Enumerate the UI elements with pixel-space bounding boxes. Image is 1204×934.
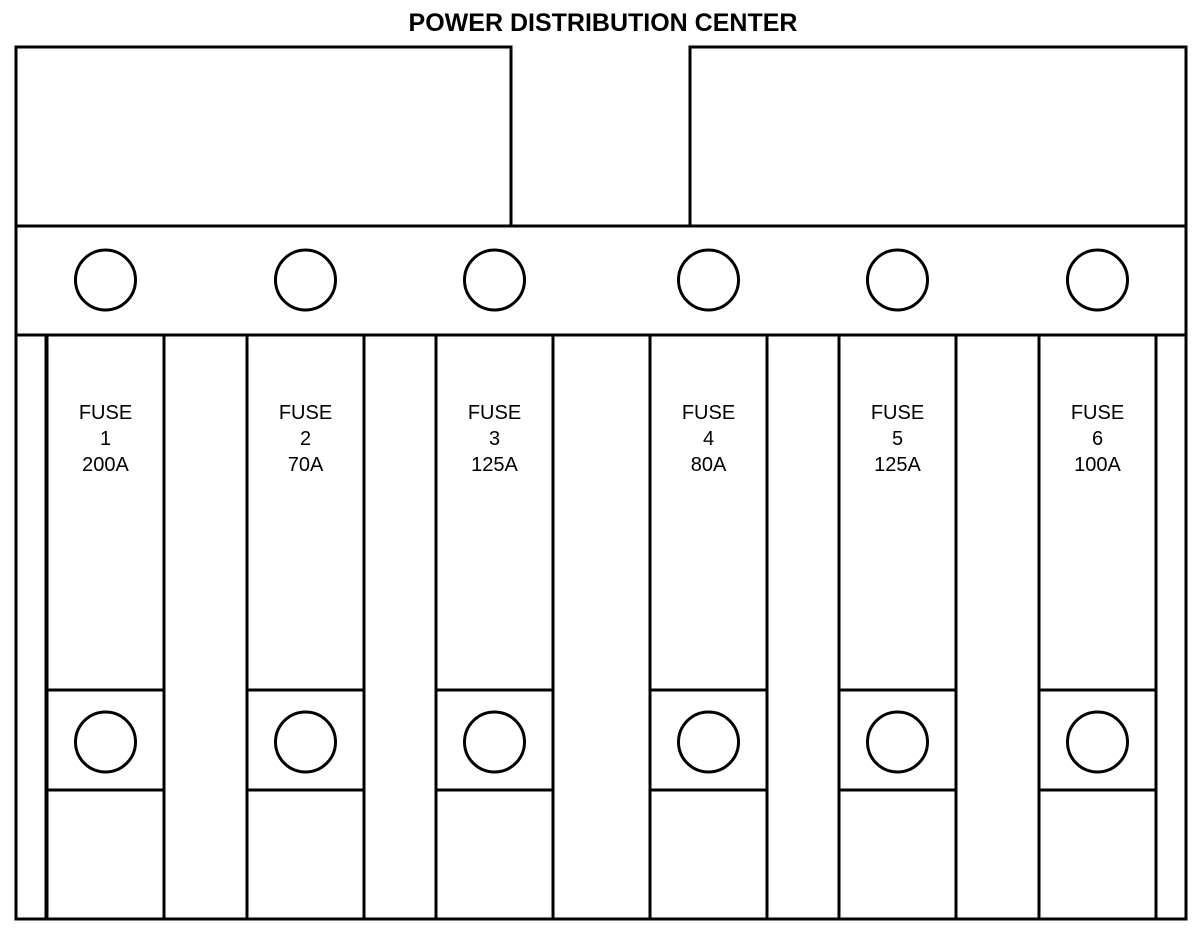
fuse-bolt [74,710,137,774]
fuse-number: 6 [1092,428,1103,450]
fuse-rating: 80A [691,454,727,476]
fuse-5: FUSE 5 125A [837,248,958,921]
fuse-rating: 100A [1074,454,1121,476]
fuse-number: 5 [892,428,903,450]
fuse-layer: FUSE 1 200A FUSE 2 70A FUSE 3 125A FUSE 4 80A FUSE 5 1… [45,248,1158,921]
fuse-rating: 70A [288,454,324,476]
fuse-blade [837,333,958,921]
housing-outline [14,45,1188,921]
fuse-bolt [274,710,337,774]
fuse-3: FUSE 3 125A [434,248,555,921]
fuse-rating: 200A [82,454,129,476]
fuse-bolt [866,710,929,774]
fuse-label: FUSE [279,402,332,424]
fuse-blade [45,333,166,921]
fuse-bolt [1066,710,1129,774]
fuse-label: FUSE [682,402,735,424]
fuse-rating: 125A [874,454,921,476]
fuse-2: FUSE 2 70A [245,248,366,921]
terminal-bolt [1066,248,1129,312]
fuse-label: FUSE [468,402,521,424]
terminal-bolt [274,248,337,312]
fuse-blade [245,333,366,921]
fuse-number: 3 [489,428,500,450]
fuse-label: FUSE [871,402,924,424]
fuse-1: FUSE 1 200A [45,248,166,921]
terminal-bolt [74,248,137,312]
fuse-bolt [677,710,740,774]
fuse-blade [648,333,769,921]
terminal-bolt [866,248,929,312]
fuse-number: 4 [703,428,714,450]
fuse-number: 1 [100,428,111,450]
fuse-label: FUSE [1071,402,1124,424]
terminal-bolt [463,248,526,312]
diagram-title: POWER DISTRIBUTION CENTER [409,9,798,37]
terminal-bolt [677,248,740,312]
fuse-blade [434,333,555,921]
fuse-6: FUSE 6 100A [1037,248,1158,921]
fuse-label: FUSE [79,402,132,424]
fuse-rating: 125A [471,454,518,476]
fuse-bolt [463,710,526,774]
fuse-blade [1037,333,1158,921]
fuse-number: 2 [300,428,311,450]
fuse-4: FUSE 4 80A [648,248,769,921]
